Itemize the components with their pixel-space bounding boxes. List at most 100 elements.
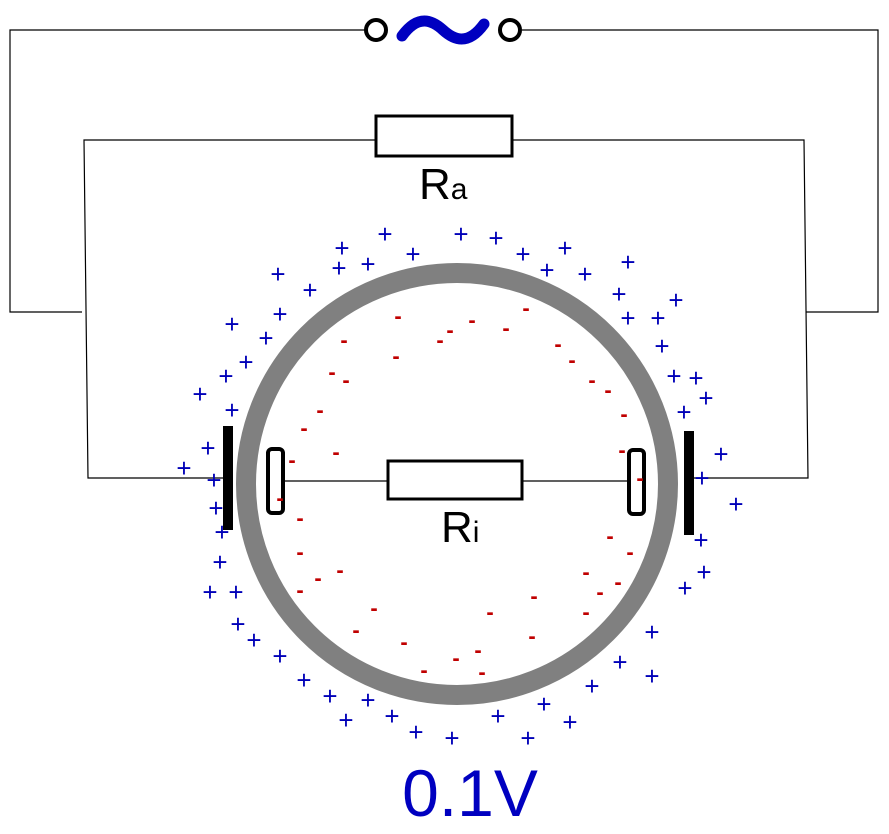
ra-label: Ra xyxy=(419,160,468,209)
negative-charge: - xyxy=(394,304,401,329)
outer-wires xyxy=(9,29,879,313)
negative-charge: - xyxy=(606,524,613,549)
right-outer-electrode xyxy=(684,431,694,535)
positive-charge: + xyxy=(654,331,669,361)
negative-charge: - xyxy=(332,440,339,465)
resistor-ri xyxy=(386,459,524,501)
positive-charge: + xyxy=(360,685,375,715)
positive-charge: + xyxy=(246,625,261,655)
positive-charge: + xyxy=(620,303,635,333)
positive-charge: + xyxy=(584,671,599,701)
positive-charge: + xyxy=(218,361,233,391)
negative-charge: - xyxy=(522,296,529,321)
negative-charge: - xyxy=(296,540,303,565)
negative-charge: - xyxy=(528,624,535,649)
negative-charge: - xyxy=(352,618,359,643)
positive-charge: + xyxy=(212,547,227,577)
positive-charge: + xyxy=(200,433,215,463)
positive-charge: + xyxy=(202,577,217,607)
negative-charge: - xyxy=(568,348,575,373)
positive-charge: + xyxy=(644,617,659,647)
negative-charge: - xyxy=(342,368,349,393)
positive-charge: + xyxy=(612,647,627,677)
positive-charge: + xyxy=(322,681,337,711)
positive-charge: + xyxy=(334,233,349,263)
positive-charge: + xyxy=(650,303,665,333)
positive-charge: + xyxy=(577,259,592,289)
negative-charge: - xyxy=(614,570,621,595)
positive-charge: + xyxy=(228,577,243,607)
negative-charge: - xyxy=(530,584,537,609)
positive-charge: + xyxy=(214,517,229,547)
positive-charge: + xyxy=(728,489,743,519)
right-inner-electrode xyxy=(627,448,646,516)
positive-charge: + xyxy=(258,323,273,353)
positive-charge: + xyxy=(384,701,399,731)
positive-charge: + xyxy=(360,249,375,279)
positive-charge: + xyxy=(408,717,423,747)
negative-charge: - xyxy=(420,658,427,683)
positive-charge: + xyxy=(453,219,468,249)
negative-charge: - xyxy=(636,466,643,491)
negative-charge: - xyxy=(336,558,343,583)
positive-charge: + xyxy=(562,707,577,737)
positive-charge: + xyxy=(377,219,392,249)
positive-charge: + xyxy=(696,557,711,587)
positive-charge: + xyxy=(338,705,353,735)
negative-charge: - xyxy=(296,506,303,531)
negative-charge: - xyxy=(474,638,481,663)
positive-charge: + xyxy=(444,723,459,753)
resistor-ra xyxy=(374,114,514,158)
negative-charge: - xyxy=(300,416,307,441)
positive-charge: + xyxy=(208,493,223,523)
negative-charge: - xyxy=(486,600,493,625)
negative-charge: - xyxy=(452,646,459,671)
negative-charge: - xyxy=(582,600,589,625)
positive-charge: + xyxy=(698,383,713,413)
positive-charge: + xyxy=(302,275,317,305)
positive-charge: + xyxy=(272,641,287,671)
positive-charge: + xyxy=(688,363,703,393)
source-terminal-right xyxy=(498,18,522,42)
negative-charge: - xyxy=(328,360,335,385)
positive-charge: + xyxy=(557,233,572,263)
positive-charge: + xyxy=(490,701,505,731)
positive-charge: + xyxy=(224,395,239,425)
negative-charge: - xyxy=(604,378,611,403)
positive-charge: + xyxy=(677,573,692,603)
positive-charge: + xyxy=(611,279,626,309)
negative-charge: - xyxy=(582,560,589,585)
negative-charge: - xyxy=(620,402,627,427)
negative-charge: - xyxy=(468,308,475,333)
negative-charge: - xyxy=(436,328,443,353)
positive-charge: + xyxy=(694,463,709,493)
left-outer-electrode xyxy=(223,426,233,530)
negative-charge: - xyxy=(502,316,509,341)
negative-charge: - xyxy=(296,578,303,603)
negative-charge: - xyxy=(554,332,561,357)
negative-charge: - xyxy=(370,596,377,621)
positive-charge: + xyxy=(515,239,530,269)
negative-charge: - xyxy=(400,630,407,655)
negative-charge: - xyxy=(618,438,625,463)
negative-charge: - xyxy=(588,368,595,393)
positive-charge: + xyxy=(536,689,551,719)
positive-charge: + xyxy=(206,465,221,495)
positive-charge: + xyxy=(270,259,285,289)
positive-charge: + xyxy=(520,723,535,753)
source-terminal-left xyxy=(364,18,388,42)
positive-charge: + xyxy=(296,665,311,695)
positive-charge: + xyxy=(405,239,420,269)
negative-charge: - xyxy=(314,566,321,591)
positive-charge: + xyxy=(224,309,239,339)
positive-charge: + xyxy=(666,361,681,391)
positive-charge: + xyxy=(644,661,659,691)
ra-branch xyxy=(83,114,809,479)
positive-charge: + xyxy=(488,223,503,253)
positive-charge: + xyxy=(713,439,728,469)
negative-charge: - xyxy=(288,448,295,473)
positive-charge: + xyxy=(230,609,245,639)
positive-charge: + xyxy=(272,299,287,329)
positive-charge: + xyxy=(539,255,554,285)
